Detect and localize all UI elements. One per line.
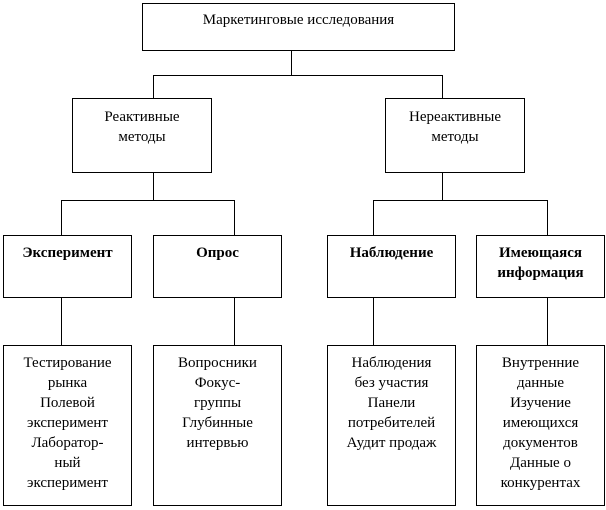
root-label: Маркетинговые исследования (202, 12, 395, 28)
detail-line: Лаборатор- (31, 435, 104, 451)
category-label: методы (431, 129, 479, 145)
category-label: Нереактивные (408, 109, 501, 125)
detail-line: имеющихся (502, 415, 579, 431)
detail-line: эксперимент (27, 475, 108, 491)
method-label: Имеющаяся (498, 245, 583, 261)
detail-line: эксперимент (27, 415, 108, 431)
method-label: Эксперимент (22, 245, 113, 261)
category-nonreactive: Нереактивные методы (385, 98, 525, 173)
method-survey: Опрос (153, 235, 282, 298)
method-observation: Наблюдение (327, 235, 456, 298)
detail-line: данные (516, 375, 565, 391)
category-label: Реактивные (104, 109, 180, 125)
detail-line: без участия (354, 375, 429, 391)
detail-line: Аудит продаж (346, 435, 437, 451)
connector (153, 75, 443, 76)
detail-line: интервью (186, 435, 249, 451)
detail-line: потребителей (347, 415, 436, 431)
connector (153, 75, 154, 98)
connector (234, 297, 235, 345)
detail-line: ный (54, 455, 81, 471)
connector (234, 200, 235, 235)
connector (61, 200, 235, 201)
observation-details: Наблюдения без участия Панели потребител… (327, 345, 456, 506)
detail-line: Фокус- (194, 375, 241, 391)
survey-details: Вопросники Фокус- группы Глубинные интер… (153, 345, 282, 506)
connector (153, 172, 154, 200)
detail-line: Тестирование (23, 355, 112, 371)
connector (373, 200, 374, 235)
detail-line: конкурентах (500, 475, 581, 491)
detail-line: Полевой (40, 395, 95, 411)
root-node: Маркетинговые исследования (142, 3, 455, 51)
method-label: информация (497, 265, 584, 281)
method-label: Наблюдение (349, 245, 434, 261)
detail-line: рынка (47, 375, 88, 391)
detail-line: группы (193, 395, 242, 411)
category-reactive: Реактивные методы (72, 98, 212, 173)
detail-line: документов (503, 435, 578, 451)
experiment-details: Тестирование рынка Полевой эксперимент Л… (3, 345, 132, 506)
category-label: методы (118, 129, 166, 145)
detail-line: Наблюдения (351, 355, 432, 371)
method-experiment: Эксперимент (3, 235, 132, 298)
method-existing-information: Имеющаяся информация (476, 235, 605, 298)
detail-line: Изучение (510, 395, 571, 411)
detail-line: Глубинные (182, 415, 253, 431)
detail-line: Внутренние (501, 355, 580, 371)
connector (373, 297, 374, 345)
connector (373, 200, 548, 201)
connector (61, 297, 62, 345)
detail-line: Панели (367, 395, 416, 411)
connector (291, 50, 292, 75)
existing-information-details: Внутренние данные Изучение имеющихся док… (476, 345, 605, 506)
connector (547, 297, 548, 345)
detail-line: Вопросники (178, 355, 257, 371)
connector (442, 172, 443, 200)
connector (61, 200, 62, 235)
method-label: Опрос (196, 245, 239, 261)
connector (442, 75, 443, 98)
connector (547, 200, 548, 235)
detail-line: Данные о (510, 455, 571, 471)
